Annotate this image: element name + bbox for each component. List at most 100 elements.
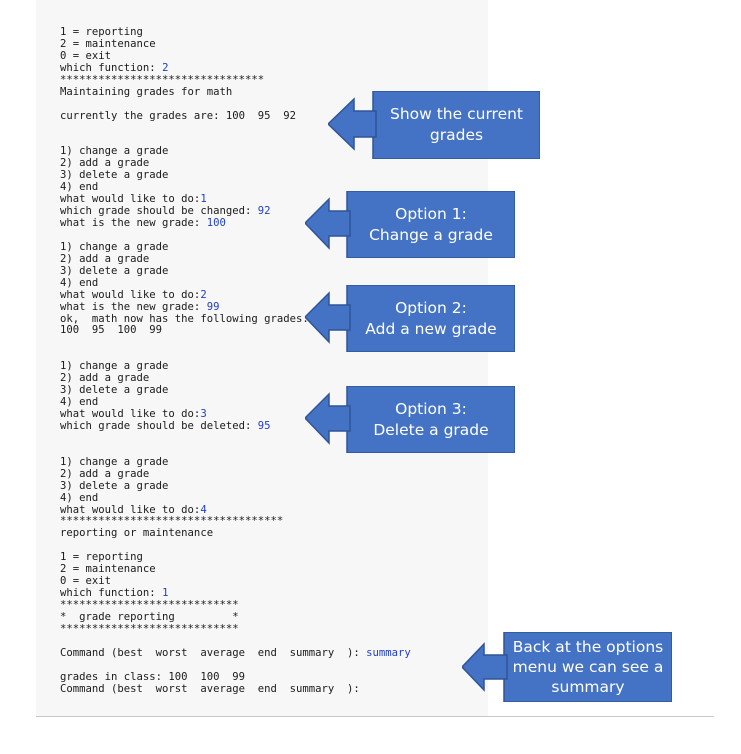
terminal-line: currently the grades are: 100 95 92: [60, 109, 411, 123]
output-text: 2) add a grade: [60, 467, 150, 480]
output-text: reporting or maintenance: [60, 527, 214, 540]
output-text: which grade should be deleted:: [60, 419, 258, 432]
user-input: 99: [206, 300, 220, 313]
output-text: 4) end: [60, 181, 99, 194]
output-text: 2 = maintenance: [60, 37, 156, 50]
terminal-line: 2) add a grade: [60, 157, 411, 170]
terminal-line: 2) add a grade: [60, 372, 411, 385]
terminal-line: which function: 1: [60, 587, 411, 600]
output-text: what is the new grade:: [60, 300, 207, 313]
terminal-line: 3) delete a grade: [60, 479, 411, 493]
user-input: 95: [257, 419, 271, 432]
output-text: ****************************: [60, 622, 239, 635]
output-text: 1) change a grade: [60, 240, 169, 253]
output-text: which grade should be changed:: [60, 205, 258, 218]
terminal-line: ok, math now has the following grades:: [60, 312, 411, 326]
terminal-line: 2 = maintenance: [60, 37, 411, 51]
terminal-line: 0 = exit: [60, 49, 411, 63]
left-arrow-icon: [462, 632, 672, 702]
user-input: 1: [200, 193, 207, 206]
user-input: 92: [257, 205, 271, 218]
terminal-line: 1) change a grade: [60, 455, 411, 469]
user-input: 3: [200, 408, 207, 420]
terminal-line: ****************************: [60, 599, 411, 612]
terminal-line: 1) change a grade: [60, 240, 411, 254]
terminal-line: Command (best worst average end summary …: [60, 646, 411, 660]
terminal-line: 1) change a grade: [60, 145, 411, 158]
output-text: 0 = exit: [60, 575, 112, 588]
terminal-line: * grade reporting *: [60, 610, 411, 624]
output-text: 4) end: [60, 276, 99, 289]
callout-label: Option 1:Change a grade: [369, 204, 493, 244]
callout-option-1: Option 1:Change a grade: [305, 191, 515, 258]
terminal-line: 2) add a grade: [60, 252, 411, 266]
callout-label: Option 2:Add a new grade: [365, 298, 497, 338]
output-text: which function:: [60, 61, 163, 74]
terminal-line: 1) change a grade: [60, 360, 411, 373]
terminal-line: what would like to do:4: [60, 504, 411, 517]
output-text: 4) end: [60, 396, 99, 409]
terminal-line: 4) end: [60, 492, 411, 505]
terminal-line: 3) delete a grade: [60, 169, 411, 182]
output-text: 3) delete a grade: [60, 384, 169, 397]
output-text: 2) add a grade: [60, 252, 150, 265]
output-text: ********************************: [60, 73, 265, 86]
terminal-line: which function: 2: [60, 61, 411, 75]
terminal-line: what would like to do:1: [60, 193, 411, 206]
output-text: 1) change a grade: [60, 145, 169, 158]
output-text: 1) change a grade: [60, 360, 169, 373]
output-text: grades in class: 100 100 99: [60, 670, 245, 683]
terminal-line: 4) end: [60, 181, 411, 194]
terminal-line: 4) end: [60, 396, 411, 409]
output-text: 3) delete a grade: [60, 169, 169, 182]
user-input: summary: [366, 646, 411, 659]
user-input: 2: [200, 288, 207, 301]
terminal-line: what would like to do:3: [60, 408, 411, 421]
output-text: 2) add a grade: [60, 157, 150, 170]
output-text: Maintaining grades for math: [60, 85, 233, 98]
terminal-line: 1 = reporting: [60, 551, 411, 564]
output-text: 3) delete a grade: [60, 264, 169, 277]
output-text: * grade reporting *: [60, 610, 239, 623]
terminal-line: 4) end: [60, 276, 411, 290]
terminal-line: ***********************************: [60, 515, 411, 528]
output-text: Command (best worst average end summary …: [60, 646, 367, 659]
output-text: 1 = reporting: [60, 26, 143, 38]
left-arrow-icon: [305, 191, 515, 258]
output-text: which function:: [60, 587, 163, 600]
terminal-line: 3) delete a grade: [60, 264, 411, 278]
terminal-line: Maintaining grades for math: [60, 85, 411, 99]
terminal-line: which grade should be changed: 92: [60, 205, 411, 218]
left-arrow-icon: [328, 91, 540, 159]
terminal-line: 2) add a grade: [60, 467, 411, 481]
terminal-line: ********************************: [60, 73, 411, 87]
output-text: ***********************************: [60, 515, 284, 528]
output-text: what would like to do:: [60, 193, 201, 206]
output-text: Command (best worst average end summary …: [60, 682, 360, 695]
terminal-line: which grade should be deleted: 95: [60, 419, 411, 433]
bottom-divider: [36, 716, 714, 717]
output-text: 1 = reporting: [60, 551, 143, 564]
callout-option-2: Option 2:Add a new grade: [305, 285, 515, 352]
output-text: ok, math now has the following grades:: [60, 312, 309, 325]
output-text: 0 = exit: [60, 49, 112, 62]
terminal-line: reporting or maintenance: [60, 527, 411, 540]
terminal-line: what is the new grade: 100: [60, 217, 411, 230]
terminal-line: 3) delete a grade: [60, 384, 411, 397]
output-text: currently the grades are: 100 95 92: [60, 109, 296, 122]
output-text: ****************************: [60, 599, 239, 611]
output-text: 2 = maintenance: [60, 563, 156, 576]
output-text: what is the new grade:: [60, 217, 207, 229]
output-text: 1) change a grade: [60, 455, 169, 468]
user-input: 2: [162, 61, 169, 74]
terminal-line: what is the new grade: 99: [60, 300, 411, 314]
callout-option-3: Option 3:Delete a grade: [305, 386, 515, 453]
output-text: 3) delete a grade: [60, 479, 169, 492]
terminal-line: grades in class: 100 100 99: [60, 670, 411, 684]
output-text: what would like to do:: [60, 408, 201, 420]
